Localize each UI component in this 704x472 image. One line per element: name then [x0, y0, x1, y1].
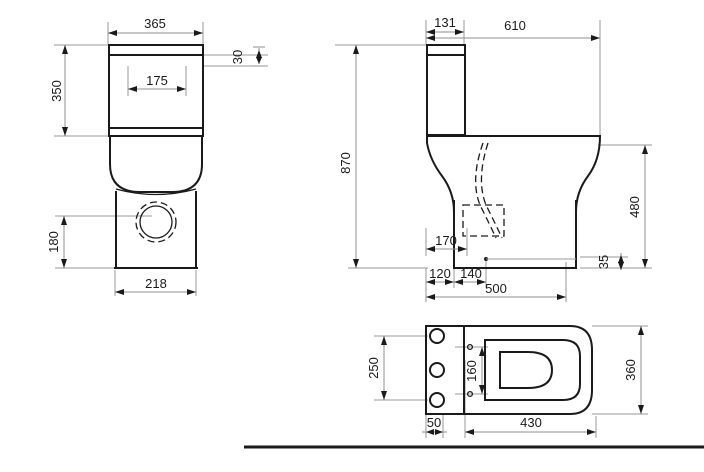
dim-fixing-centres: 250 — [366, 336, 387, 400]
bowl-rim-front — [115, 188, 197, 196]
fixing-box-hidden-side — [462, 204, 505, 237]
plan-view: 250 160 360 50 — [366, 325, 648, 438]
dim-bowl-width: 360 — [623, 326, 644, 414]
dim-foot-height: 35 — [596, 253, 624, 270]
dim-label-35: 35 — [596, 255, 611, 269]
dim-label-30: 30 — [230, 50, 245, 64]
leader-dot-top-plan — [466, 343, 474, 351]
cistern-body-front — [108, 54, 204, 129]
dim-label-430: 430 — [520, 415, 542, 430]
trapway-hidden-side-2 — [480, 142, 503, 239]
dim-base-length: 500 — [426, 281, 566, 300]
dim-label-50: 50 — [427, 415, 441, 430]
dim-aperture-width: 160 — [464, 347, 485, 394]
cistern-lid-side — [426, 44, 466, 56]
dim-total-depth: 610 — [426, 18, 600, 41]
waste-outlet-front — [139, 205, 173, 239]
dim-label-610: 610 — [504, 18, 526, 33]
dim-outlet-height: 180 — [46, 216, 67, 268]
fixing-hole-bottom-plan — [429, 392, 445, 408]
plan-view-extension-lines — [374, 325, 648, 438]
dim-bowl-length: 430 — [465, 415, 596, 435]
dim-label-500: 500 — [485, 281, 507, 296]
dim-total-height: 870 — [338, 45, 359, 268]
bowl-aperture-plan — [499, 351, 554, 389]
cistern-lid-front — [108, 44, 204, 56]
dim-base-segments: 120 140 — [426, 266, 486, 285]
seat-rim-plan — [484, 339, 581, 401]
front-view: 365 350 30 — [46, 16, 268, 296]
bowl-profile-side — [426, 135, 602, 269]
dim-label-120: 120 — [429, 266, 451, 281]
dim-label-160: 160 — [464, 360, 479, 382]
dim-label-131: 131 — [434, 15, 456, 30]
base-edge-side — [453, 200, 577, 269]
dim-label-870: 870 — [338, 152, 353, 174]
dim-cistern-depth: 131 — [426, 15, 464, 35]
dim-cistern-height: 350 — [49, 45, 68, 136]
dim-bowl-height: 480 — [627, 145, 648, 268]
side-view: 131 610 870 480 — [335, 15, 652, 302]
leader-dot-bottom-plan — [466, 390, 474, 398]
dim-label-365: 365 — [144, 16, 166, 31]
trapway-hidden-side — [475, 142, 497, 239]
dim-label-140: 140 — [460, 266, 482, 281]
dim-lid-thickness: 30 — [230, 46, 265, 67]
cistern-body-side — [426, 54, 466, 136]
dim-foot-setback: 170 — [426, 233, 467, 252]
dim-label-180: 180 — [46, 231, 61, 253]
dim-pedestal-width: 218 — [115, 276, 196, 295]
dim-cistern-width: 365 — [108, 16, 203, 36]
dim-label-350: 350 — [49, 80, 64, 102]
dim-label-480: 480 — [627, 196, 642, 218]
dim-flush-plate-width: 175 — [128, 73, 186, 92]
dim-wall-offset: 50 — [422, 415, 447, 435]
dim-label-218: 218 — [145, 276, 167, 291]
pan-outline-plan — [463, 325, 593, 415]
bowl-front — [109, 136, 203, 193]
waste-outlet-hidden-front — [135, 201, 177, 243]
dim-label-175: 175 — [146, 73, 168, 88]
dim-label-170: 170 — [435, 233, 457, 248]
cistern-base-band-front — [108, 127, 204, 137]
dim-label-250: 250 — [366, 357, 381, 379]
dim-label-360: 360 — [623, 359, 638, 381]
fixing-hole-mid-plan — [429, 362, 445, 378]
fixing-hole-top-plan — [429, 328, 445, 344]
